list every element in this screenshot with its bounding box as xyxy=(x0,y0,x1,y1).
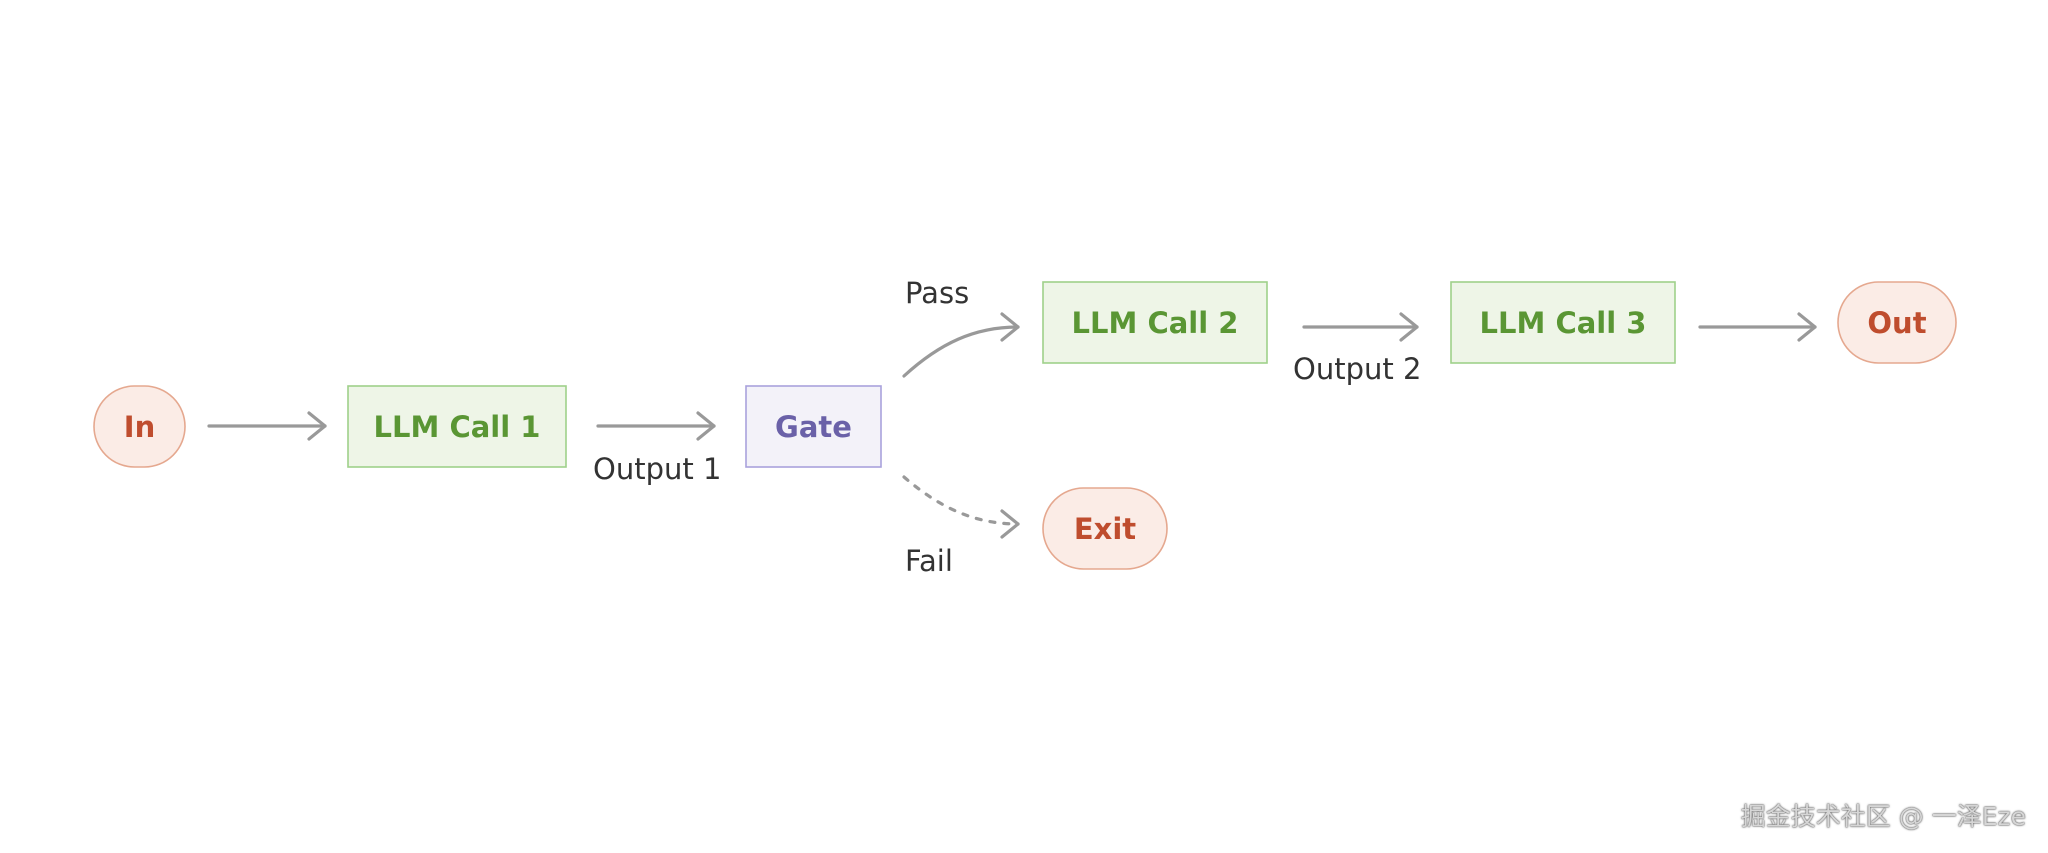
node-gate-label: Gate xyxy=(775,410,852,444)
node-out: Out xyxy=(1837,281,1957,364)
arrow-gate-fail xyxy=(902,475,1020,539)
node-llm-call-3: LLM Call 3 xyxy=(1450,281,1676,364)
node-llm-call-3-label: LLM Call 3 xyxy=(1480,306,1647,340)
node-in: In xyxy=(93,385,186,468)
watermark-text: 掘金技术社区 @ 一泽Eze xyxy=(1740,802,2026,831)
edge-label-pass: Pass xyxy=(905,276,969,310)
edge-label-fail: Fail xyxy=(905,544,953,578)
edge-label-output-2: Output 2 xyxy=(1293,352,1421,386)
node-exit: Exit xyxy=(1042,487,1168,570)
arrow-gate-pass xyxy=(902,312,1020,378)
node-llm-call-1-label: LLM Call 1 xyxy=(374,410,541,444)
node-llm-call-1: LLM Call 1 xyxy=(347,385,567,468)
node-llm-call-2-label: LLM Call 2 xyxy=(1072,306,1239,340)
node-llm-call-2: LLM Call 2 xyxy=(1042,281,1268,364)
node-out-label: Out xyxy=(1867,306,1926,340)
node-gate: Gate xyxy=(745,385,882,468)
node-exit-label: Exit xyxy=(1074,512,1136,546)
edge-label-output-1: Output 1 xyxy=(593,452,721,486)
node-in-label: In xyxy=(124,410,155,444)
